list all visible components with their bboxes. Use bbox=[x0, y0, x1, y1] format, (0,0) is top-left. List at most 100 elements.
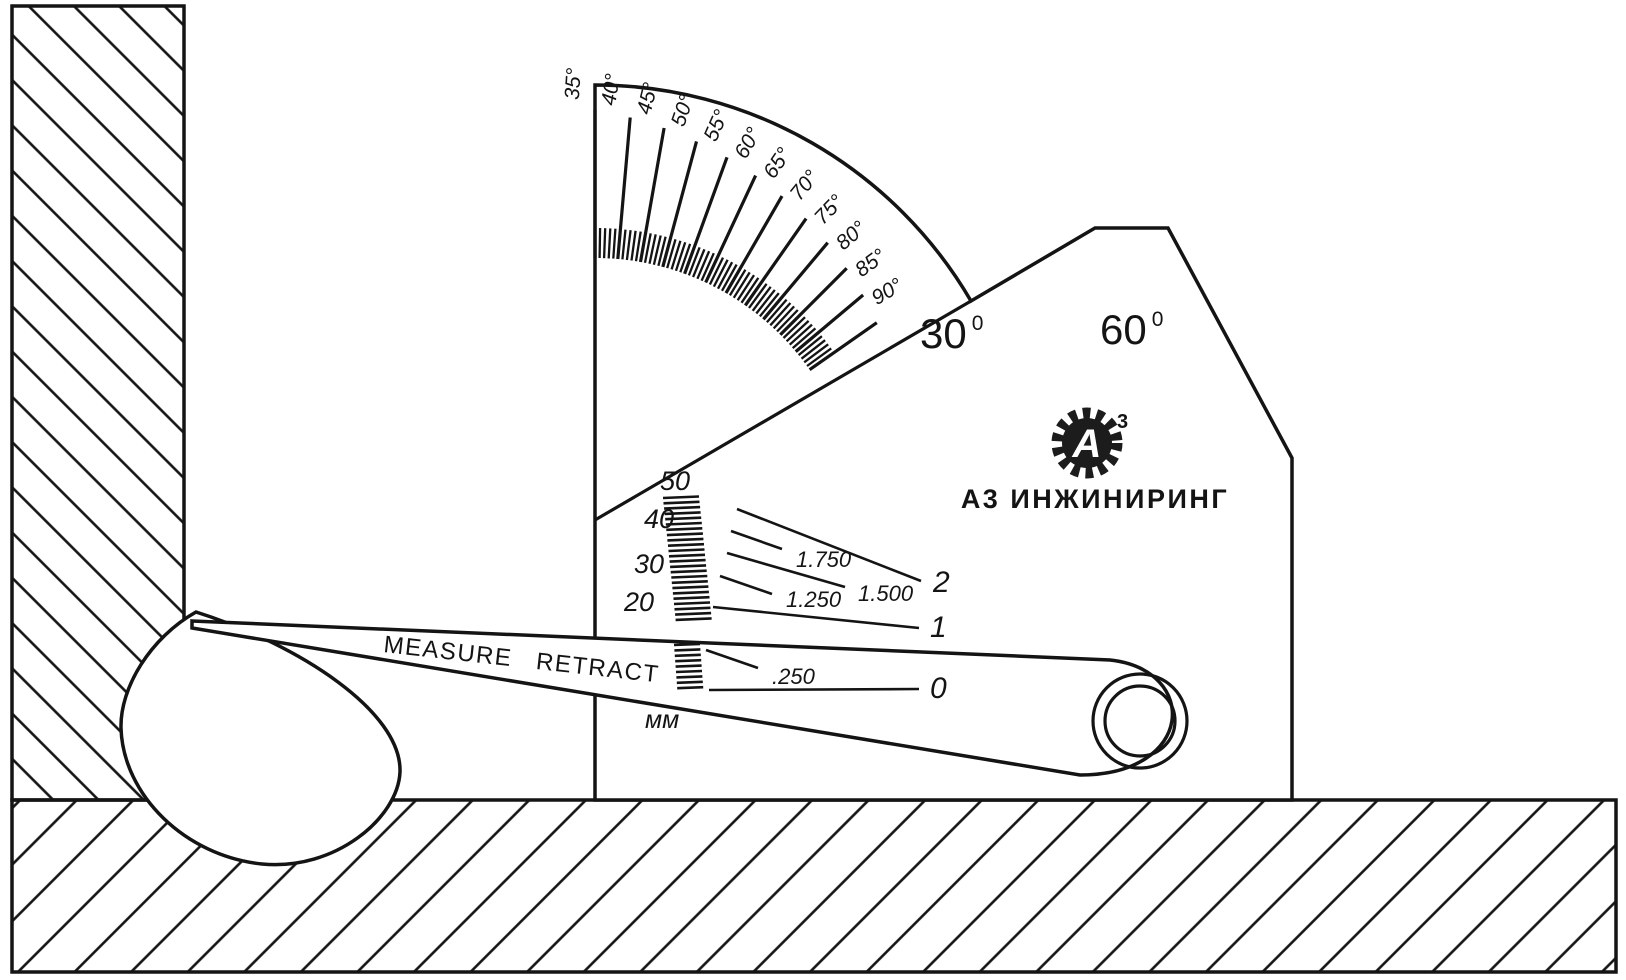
unit-label-mm: мм bbox=[645, 706, 679, 734]
hub-tick bbox=[675, 664, 702, 668]
protractor-tick-major bbox=[779, 267, 848, 336]
inch-scale-line bbox=[726, 551, 846, 589]
gauge-body bbox=[593, 83, 1294, 802]
mm-tick bbox=[668, 548, 705, 553]
protractor-tick-minor bbox=[776, 309, 799, 333]
hub-tick bbox=[675, 669, 703, 674]
protractor-tick-minor bbox=[692, 248, 706, 278]
protractor-tick-major bbox=[638, 127, 666, 263]
gear-icon bbox=[1051, 407, 1123, 479]
protractor-tick-major bbox=[616, 117, 632, 260]
gauge-reference-edge bbox=[594, 299, 972, 522]
protractor-tick-minor bbox=[736, 274, 755, 301]
protractor-tick-minor bbox=[748, 283, 768, 309]
mm-tick bbox=[662, 495, 700, 500]
protractor-tick-minor bbox=[696, 250, 711, 280]
hub-tick bbox=[673, 642, 701, 647]
hub-tick bbox=[674, 648, 701, 652]
pivot-circle-outer bbox=[1091, 672, 1189, 770]
mm-tick bbox=[668, 553, 706, 558]
protractor-tick-major bbox=[724, 195, 784, 294]
protractor-tick-minor bbox=[782, 316, 806, 339]
mm-tick bbox=[674, 606, 711, 611]
hub-tick bbox=[676, 680, 703, 685]
mm-tick bbox=[673, 601, 711, 606]
hub-tick bbox=[675, 658, 702, 663]
logo-disc bbox=[1062, 418, 1112, 468]
protractor-tick-minor bbox=[666, 238, 677, 269]
protractor-tick-minor bbox=[766, 298, 788, 324]
protractor-tick-major bbox=[704, 174, 758, 284]
inch-scale-label: 1.250 bbox=[786, 587, 842, 612]
mm-tick bbox=[667, 542, 705, 547]
protractor-tick-minor bbox=[643, 233, 652, 264]
brand-logo: A 3 bbox=[1051, 407, 1128, 479]
protractor-tick-minor bbox=[728, 269, 747, 296]
inch-scale-line bbox=[730, 529, 783, 551]
protractor-tick-minor bbox=[652, 235, 662, 265]
protractor-tick-minor bbox=[708, 257, 725, 286]
mm-tick bbox=[671, 580, 708, 585]
logo-letter: A bbox=[1072, 422, 1102, 466]
mm-scale-label: 40 bbox=[644, 504, 674, 534]
protractor-tick-minor bbox=[740, 277, 760, 304]
inch-scale-label: 2 bbox=[932, 566, 950, 599]
protractor-tick-minor bbox=[679, 243, 692, 273]
logo-superscript: 3 bbox=[1117, 411, 1128, 433]
inch-scale-line bbox=[736, 507, 922, 583]
mm-tick bbox=[664, 511, 701, 516]
protractor-tick-minor bbox=[788, 323, 813, 346]
protractor-scale bbox=[593, 110, 878, 372]
protractor-tick-minor bbox=[598, 227, 602, 259]
inch-scale-line bbox=[719, 574, 773, 596]
mm-tick bbox=[666, 532, 703, 537]
mm-tick bbox=[669, 558, 706, 563]
inch-scale-label: 1 bbox=[930, 611, 947, 644]
mm-scale-label: 20 bbox=[623, 587, 654, 617]
protractor-tick-minor bbox=[720, 264, 738, 292]
inch-scale-label: 0 bbox=[930, 672, 947, 705]
protractor-tick-major bbox=[762, 241, 829, 321]
protractor-tick-minor bbox=[700, 252, 715, 282]
mm-tick bbox=[670, 569, 707, 574]
protractor-tick-minor bbox=[800, 339, 826, 360]
protractor-tick-major bbox=[683, 156, 729, 275]
protractor-tick-minor bbox=[607, 228, 612, 259]
hub-tick bbox=[676, 675, 703, 679]
protractor-degree-label: 35° bbox=[561, 67, 586, 100]
protractor-tick-minor bbox=[712, 259, 729, 288]
mm-scale-label: 50 bbox=[660, 466, 690, 496]
protractor-tick-minor bbox=[732, 271, 751, 299]
hub-tick bbox=[677, 685, 704, 690]
protractor-tick-minor bbox=[772, 305, 795, 330]
protractor-tick-minor bbox=[755, 289, 776, 315]
protractor-tick-minor bbox=[797, 335, 823, 356]
protractor-tick-minor bbox=[648, 234, 657, 264]
protractor-tick-minor bbox=[657, 236, 667, 267]
mm-tick bbox=[663, 500, 700, 505]
protractor-tick-major bbox=[743, 217, 808, 307]
protractor-tick-minor bbox=[803, 343, 829, 364]
protractor-tick-minor bbox=[759, 292, 780, 318]
inch-scale-line bbox=[708, 687, 920, 692]
mm-tick bbox=[664, 505, 701, 510]
mm-tick bbox=[675, 617, 712, 622]
mm-tick bbox=[675, 611, 712, 616]
protractor-tick-minor bbox=[791, 327, 817, 349]
protractor-tick-minor bbox=[674, 241, 687, 272]
inch-scale-line bbox=[712, 605, 920, 630]
protractor-tick-minor bbox=[612, 228, 617, 259]
mm-tick bbox=[665, 521, 702, 526]
weld-bead bbox=[119, 610, 402, 867]
protractor-tick-major bbox=[808, 321, 878, 372]
protractor-tick-minor bbox=[769, 302, 792, 327]
inch-scale-label: 1.500 bbox=[858, 581, 914, 606]
measure-arm: MEASURE RETRACT bbox=[190, 619, 1189, 777]
angle-mark-60-sup: 0 bbox=[1152, 308, 1164, 331]
mm-scale-label: 30 bbox=[634, 549, 664, 579]
